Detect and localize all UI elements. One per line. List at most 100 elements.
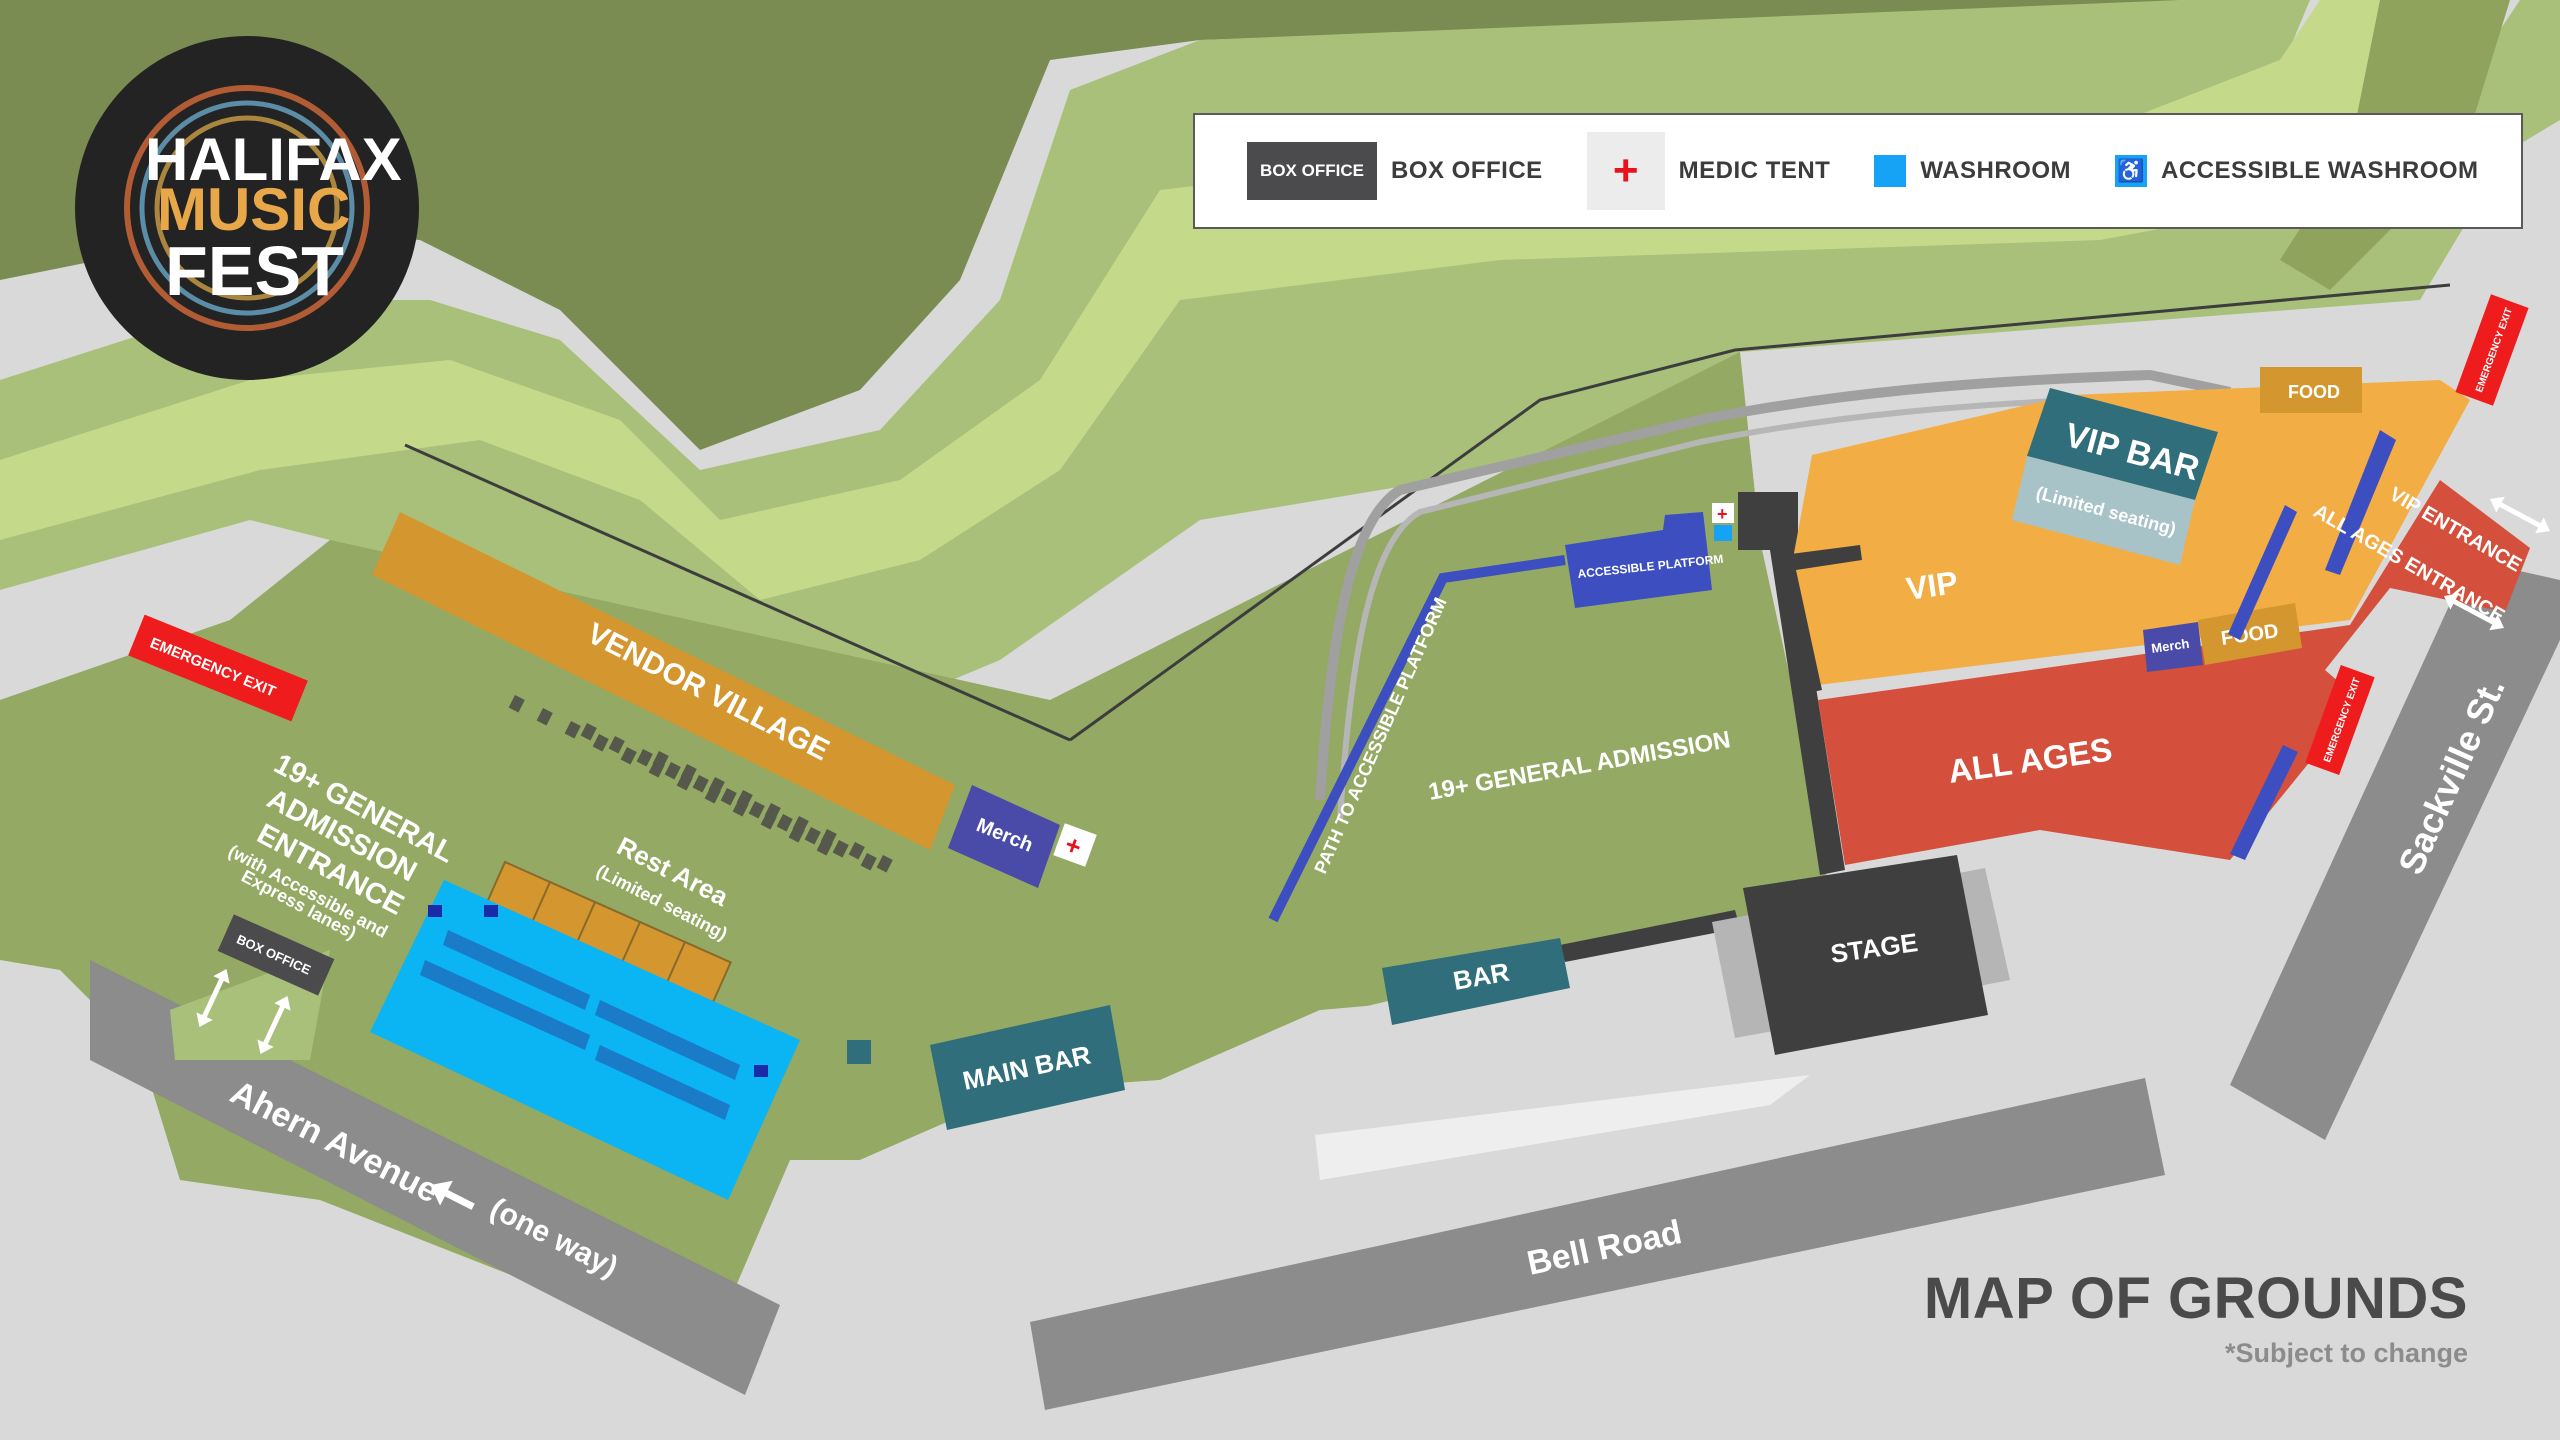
bench: [620, 747, 637, 765]
merch-stand-left: [948, 785, 1060, 888]
bench: [564, 721, 581, 739]
halifax-music-fest-logo: HALIFAX MUSIC FEST: [75, 36, 419, 380]
bench: [804, 827, 821, 845]
bench: [792, 816, 809, 834]
bench: [692, 775, 709, 793]
bench: [680, 764, 697, 782]
platform-accessible-washroom: [1714, 525, 1732, 541]
access-path-loop-inner: [1337, 393, 2221, 821]
accessible-washroom-icon: ♿: [2115, 155, 2148, 187]
legend-medic-label: MEDIC TENT: [1678, 157, 1831, 184]
lot-left: [0, 520, 330, 700]
food-top-label: FOOD: [2288, 382, 2340, 402]
food-stand-top: [2260, 367, 2362, 413]
stage-divider: [1770, 550, 1845, 875]
accessible-washroom-c: [484, 905, 498, 917]
sackville-street: [2230, 560, 2560, 1140]
one-way-arrow: [430, 1180, 475, 1210]
legend-washroom-label: WASHROOM: [1920, 157, 2072, 184]
bench: [848, 842, 865, 860]
hill-dark-band: [0, 0, 2180, 450]
logo-line3: FEST: [165, 232, 344, 310]
legend-accessible-label: ACCESSIBLE WASHROOM: [2161, 157, 2479, 184]
bench: [748, 801, 765, 819]
food-stand-mid: [2198, 603, 2302, 665]
bench: [776, 814, 793, 832]
entrance-arrow-2: [257, 995, 291, 1055]
box-office-swatch: BOX OFFICE: [1247, 142, 1377, 200]
lot-bottom-light: [1315, 1075, 1810, 1180]
bench: [664, 762, 681, 780]
legend-item-accessible-washroom: ♿ ACCESSIBLE WASHROOM: [2115, 155, 2479, 187]
path-to-accessible-platform: [1268, 555, 1566, 923]
legend-box-office-label: BOX OFFICE: [1391, 157, 1543, 184]
medic-cross: +: [1612, 146, 1639, 195]
platform-medic-symbol: +: [1717, 504, 1728, 524]
bench: [536, 708, 553, 726]
washroom-rows-4: [595, 1045, 730, 1120]
logo-line1: HALIFAX: [145, 126, 402, 193]
vip-fence: [1783, 545, 1862, 693]
legend-item-box-office: BOX OFFICE BOX OFFICE: [1247, 142, 1543, 200]
bench: [708, 776, 725, 795]
platform-tower: [1738, 492, 1798, 550]
accessible-platform: [1565, 512, 1712, 608]
ahern-avenue: [90, 960, 780, 1395]
bench: [736, 790, 753, 808]
vendor-village: [372, 512, 955, 850]
map-title: MAP OF GROUNDS: [1923, 1266, 2468, 1331]
map-legend: BOX OFFICE BOX OFFICE + MEDIC TENT WASHR…: [1193, 113, 2523, 229]
fence-left: [404, 443, 1071, 742]
fence-top: [1069, 283, 2451, 742]
bench: [636, 749, 653, 767]
logo-line2: MUSIC: [157, 176, 350, 243]
bench: [652, 751, 669, 769]
vip-bar-seating: [2012, 456, 2195, 565]
accessible-washroom-b: [754, 1065, 768, 1077]
all-ages-entrance-lane-marks: [2228, 505, 2297, 640]
access-path-loop: [1315, 369, 2232, 801]
legend-item-medic-tent: + MEDIC TENT: [1586, 132, 1831, 210]
all-ages-exit-lane-marks: [2230, 745, 2298, 860]
medic-tent-icon: +: [1586, 132, 1665, 210]
all-ages-area: [1818, 480, 2530, 865]
main-bar: [930, 1005, 1125, 1130]
stage-wing-walk: [1560, 910, 1740, 962]
rest-area-benches: [508, 695, 893, 873]
washroom-icon: [1874, 155, 1907, 187]
bell-road: [1030, 1078, 2165, 1410]
vip-entrance-arrow: [2489, 496, 2551, 534]
vip-label: VIP: [1904, 564, 1960, 607]
washroom-rows-3: [420, 960, 590, 1050]
bench: [508, 695, 525, 713]
entrance-arrow-1: [196, 968, 230, 1028]
bench: [876, 855, 893, 873]
bench: [820, 829, 837, 847]
bench: [580, 723, 597, 741]
washroom-rows-2: [595, 1000, 740, 1080]
map-subtitle: *Subject to change: [2224, 1338, 2468, 1368]
bench: [592, 734, 609, 752]
platform-medic-tent: [1712, 503, 1734, 523]
bench: [860, 853, 877, 871]
kiosk-left: [847, 1040, 871, 1064]
legend-item-washroom: WASHROOM: [1874, 155, 2071, 187]
vip-bar: [2027, 388, 2218, 500]
stage: [1743, 855, 1988, 1055]
vip-entrance-lane-marks: [2325, 430, 2396, 575]
bar: [1382, 938, 1570, 1025]
washroom-rows-1: [443, 930, 590, 1010]
medic-tent-left: +: [1053, 823, 1097, 867]
bench: [720, 788, 737, 806]
map-title-block: MAP OF GROUNDS *Subject to change: [1924, 1265, 2468, 1369]
box-office-left: BOX OFFICE: [217, 914, 335, 996]
merch-right-label: Merch: [2150, 636, 2190, 656]
emergency-exit-right-mid: EMERGENCY EXIT: [2305, 664, 2375, 776]
bench: [764, 803, 781, 821]
bench: [832, 840, 849, 858]
merch-stand-right: [2143, 622, 2203, 672]
wheelchair-icon: ♿: [2117, 158, 2145, 183]
bench: [608, 736, 625, 754]
food-tents: [483, 860, 732, 1010]
all-ages-entrance-arrow: [2443, 593, 2505, 631]
